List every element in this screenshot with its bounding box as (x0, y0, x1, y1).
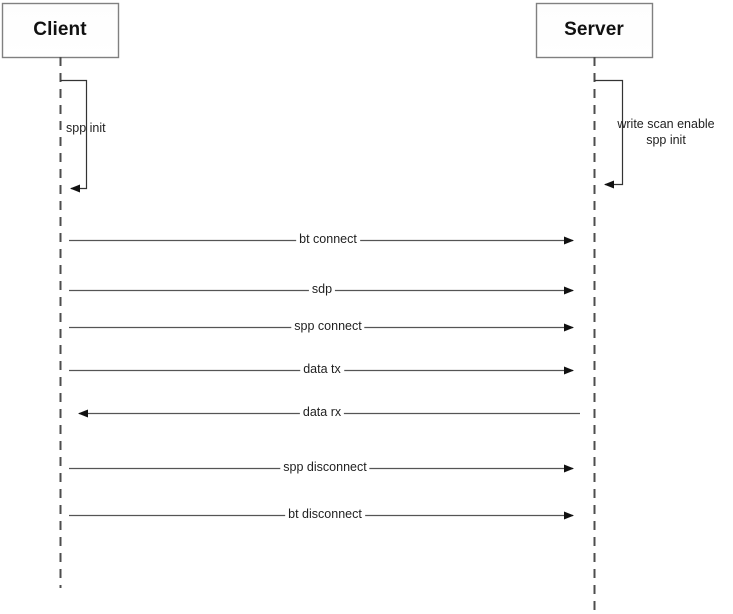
message-label-spp-connect: spp connect (291, 319, 365, 334)
message-label-spp-disconnect: spp disconnect (280, 460, 370, 475)
actor-label-server: Server (564, 19, 624, 40)
self-message-server-write-scan-enable[interactable] (594, 79, 624, 189)
message-label-data-tx: data tx (300, 362, 344, 377)
actor-box-server[interactable] (535, 2, 654, 59)
self-message-label-server-line-1: write scan enable (617, 117, 715, 131)
message-label-data-rx: data rx (299, 405, 345, 420)
message-label-bt-disconnect: bt disconnect (285, 507, 365, 522)
actor-box-client[interactable] (1, 2, 120, 59)
actor-label-client: Client (33, 19, 87, 40)
self-message-client-spp-init[interactable] (60, 79, 88, 193)
message-label-bt-connect: bt connect (296, 232, 360, 247)
self-message-label-server-line-2: spp init (646, 133, 686, 147)
message-label-sdp: sdp (308, 282, 336, 297)
self-message-label-client-spp-init: spp init (66, 121, 106, 135)
